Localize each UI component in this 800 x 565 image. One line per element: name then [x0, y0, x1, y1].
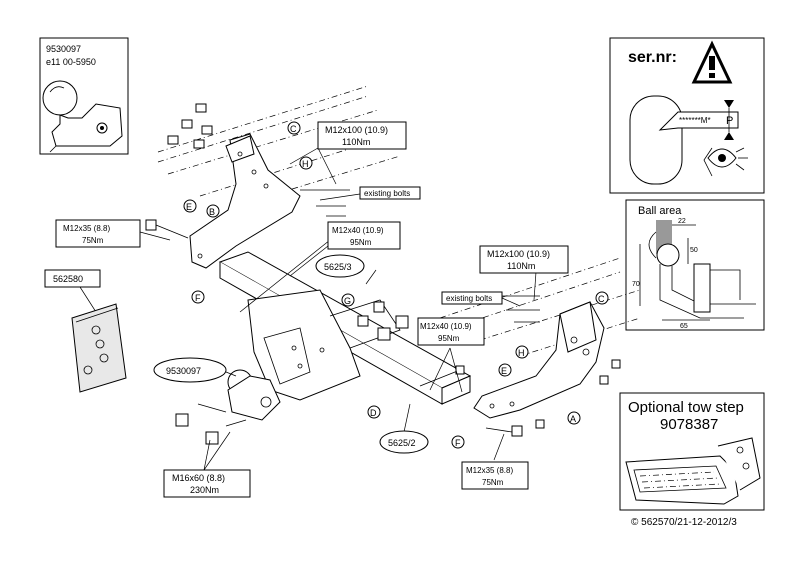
ball-approval-number: e11 00-5950 [46, 57, 96, 67]
bolt-spec-top-m12x100: M12x100 (10.9) 110Nm [317, 121, 407, 150]
bolt-spec-m16x60: M16x60 (8.8) 230Nm [163, 469, 251, 498]
right-bracket [473, 301, 605, 419]
serial-number-warning-panel: ser.nr: *******M* P [609, 37, 765, 194]
tow-step-title: Optional tow step [628, 399, 744, 416]
svg-text:75Nm: 75Nm [482, 478, 504, 487]
callout-h-right: H [518, 348, 525, 358]
oval-ball-part: 9530097 [153, 357, 227, 383]
tow-step-panel: Optional tow step 9078387 [619, 392, 765, 511]
existing-bolts-label-right: existing bolts [441, 291, 503, 305]
callout-c-right: C [598, 294, 605, 304]
oval-bar-bottom: 5625/2 [379, 430, 429, 454]
svg-text:existing bolts: existing bolts [364, 189, 410, 198]
left-bracket [189, 133, 301, 269]
callout-a: A [570, 414, 576, 424]
letter-callouts: A B C C D E E F F G H H [183, 121, 609, 449]
svg-text:9530097: 9530097 [166, 366, 201, 376]
main-crossbar [218, 251, 472, 405]
svg-text:M12x35 (8.8): M12x35 (8.8) [466, 466, 513, 475]
tow-step-drawing [625, 437, 761, 505]
oval-bar-top: 5625/3 [315, 254, 365, 278]
serial-label: ser.nr: [628, 49, 677, 66]
dim-22: 22 [678, 218, 686, 225]
svg-text:5625/3: 5625/3 [324, 262, 352, 272]
svg-text:75Nm: 75Nm [82, 236, 104, 245]
serial-stars: *******M* [679, 116, 711, 125]
svg-text:M16x60 (8.8): M16x60 (8.8) [172, 473, 225, 483]
tow-ball-panel: 9530097 e11 00-5950 [39, 37, 129, 155]
svg-text:95Nm: 95Nm [438, 334, 460, 343]
kit-reference: 562580 [53, 274, 83, 284]
svg-text:5625/2: 5625/2 [388, 438, 416, 448]
callout-d: D [370, 408, 377, 418]
serial-p-mark: P [726, 115, 733, 127]
dim-70: 70 [632, 281, 640, 288]
bolt-spec-left-m12x35: M12x35 (8.8) 75Nm [55, 219, 141, 248]
copyright-note: © 562570/21-12-2012/3 [631, 517, 737, 528]
bolts-and-nuts [145, 103, 621, 445]
callout-f-right: F [455, 438, 461, 448]
ball-area-title: Ball area [638, 205, 682, 217]
tow-step-part-number: 9078387 [660, 416, 718, 433]
callout-e-left: E [186, 202, 192, 212]
callout-e-right: E [501, 366, 507, 376]
svg-text:M12x40 (10.9): M12x40 (10.9) [420, 322, 472, 331]
warning-triangle-icon [691, 40, 733, 84]
tow-ball-mount [227, 369, 281, 421]
ball-area-drawing [639, 220, 756, 321]
svg-text:M12x100 (10.9): M12x100 (10.9) [487, 249, 550, 259]
svg-text:existing bolts: existing bolts [446, 294, 492, 303]
bolt-spec-right-m12x100: M12x100 (10.9) 110Nm [479, 245, 569, 274]
existing-bolts-label-top: existing bolts [359, 186, 421, 200]
svg-text:M12x35 (8.8): M12x35 (8.8) [63, 224, 110, 233]
svg-text:230Nm: 230Nm [190, 485, 219, 495]
callout-b: B [209, 207, 215, 217]
bolt-spec-bottom-m12x35: M12x35 (8.8) 75Nm [461, 461, 529, 490]
svg-text:M12x100 (10.9): M12x100 (10.9) [325, 125, 388, 135]
dim-50: 50 [690, 247, 698, 254]
leader-lines [139, 147, 537, 471]
bolt-kit-panel: 562580 [44, 269, 127, 393]
callout-h-top: H [302, 159, 309, 169]
callout-g: G [344, 296, 351, 306]
svg-text:95Nm: 95Nm [350, 238, 372, 247]
callout-f-left: F [195, 293, 201, 303]
ball-area-panel: Ball area 22 50 70 65 [625, 199, 765, 331]
callout-c-top: C [290, 124, 297, 134]
dim-65: 65 [680, 323, 688, 330]
svg-text:M12x40 (10.9): M12x40 (10.9) [332, 226, 384, 235]
bolt-spec-upper-m12x40: M12x40 (10.9) 95Nm [327, 221, 401, 250]
tow-ball-icon [42, 80, 123, 153]
ball-part-number: 9530097 [46, 44, 81, 54]
svg-text:110Nm: 110Nm [507, 261, 535, 271]
bolt-spec-mid-m12x40: M12x40 (10.9) 95Nm [417, 317, 485, 346]
eye-icon [703, 147, 748, 177]
svg-text:110Nm: 110Nm [342, 137, 370, 147]
tow-bar-plate-icon: *******M* P [629, 95, 739, 185]
